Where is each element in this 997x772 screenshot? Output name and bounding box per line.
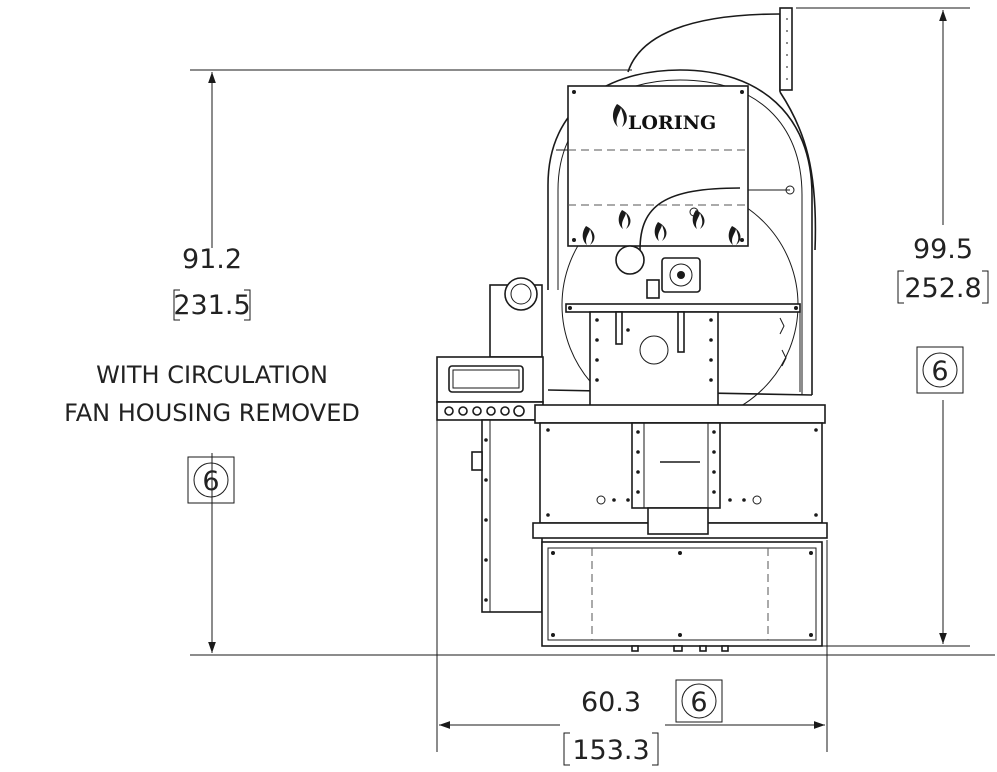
dimension-bottom: 60.3 6 153.3 bbox=[439, 679, 825, 766]
cooling-section bbox=[532, 404, 828, 539]
dim-right-value: 99.5 bbox=[913, 234, 973, 265]
base-box bbox=[541, 541, 823, 652]
chute-panel bbox=[589, 311, 787, 409]
dim-right-metric: 252.8 bbox=[904, 273, 981, 304]
dim-bottom-metric: 153.3 bbox=[572, 735, 649, 766]
dim-left-callout: 6 bbox=[202, 466, 219, 497]
brand-text: LORING bbox=[628, 112, 716, 134]
flame-icon bbox=[654, 222, 667, 241]
hopper: LORING bbox=[556, 85, 795, 247]
loring-logo: LORING bbox=[612, 104, 716, 134]
control-unit bbox=[436, 277, 544, 421]
dim-left-note-line2: FAN HOUSING REMOVED bbox=[64, 399, 360, 427]
circulation-fan-housing bbox=[627, 7, 817, 251]
side-cabinet bbox=[471, 419, 543, 613]
flame-icon bbox=[582, 226, 595, 245]
dim-bottom-value: 60.3 bbox=[581, 687, 641, 718]
dim-left-note-line1: WITH CIRCULATION bbox=[96, 361, 328, 389]
flame-icon bbox=[692, 210, 705, 229]
extension-lines bbox=[190, 7, 995, 752]
flame-icon bbox=[728, 226, 741, 245]
dim-bottom-callout: 6 bbox=[690, 687, 707, 718]
dimension-right: 99.5 252.8 6 bbox=[897, 9, 989, 644]
probe-and-sight-glass bbox=[615, 187, 741, 299]
dim-left-value: 91.2 bbox=[182, 244, 242, 275]
roaster-machine: LORING bbox=[436, 7, 828, 652]
dim-right-callout: 6 bbox=[931, 356, 948, 387]
dimension-left: 91.2 231.5 WITH CIRCULATION FAN HOUSING … bbox=[64, 72, 360, 653]
upper-rail bbox=[565, 303, 801, 313]
dim-left-metric: 231.5 bbox=[173, 290, 250, 321]
flame-icon bbox=[618, 210, 631, 229]
